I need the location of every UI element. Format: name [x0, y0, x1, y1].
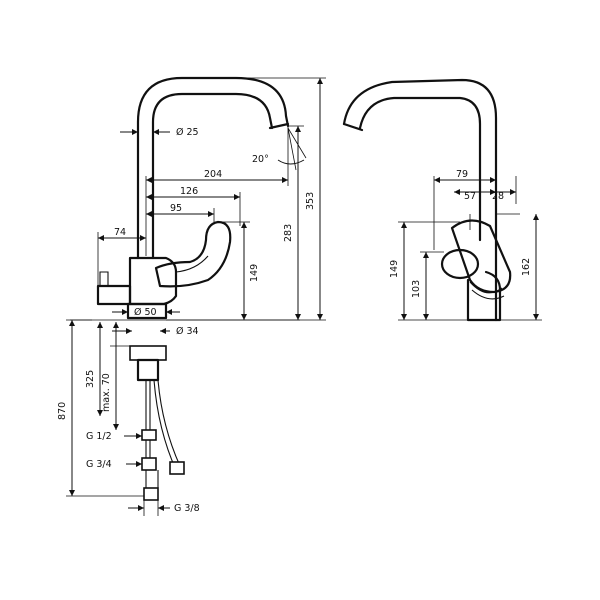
dim-below-325: 325 [85, 370, 96, 388]
front-spout-outline [342, 78, 498, 322]
dim-total-870: 870 [57, 402, 68, 420]
side-view: Ø 25 20° 204 126 95 74 149 [57, 76, 326, 516]
dim-height-283: 283 [283, 224, 294, 242]
dim-reach-204: 204 [204, 169, 222, 180]
front-body [466, 270, 502, 322]
connector-g34 [141, 457, 157, 471]
dim-front-height-149: 149 [389, 260, 400, 278]
hose-right-2 [157, 379, 181, 467]
dim-reach-126: 126 [180, 186, 198, 197]
spout-outline [136, 76, 290, 260]
dim-height-149: 149 [249, 264, 260, 282]
dim-base-diameter: Ø 50 [134, 307, 157, 318]
dim-front-height-103: 103 [411, 280, 422, 298]
side-valve-cap [99, 271, 109, 287]
dim-hole-diameter: Ø 34 [176, 326, 199, 337]
front-spout-inner [358, 96, 482, 242]
lever-handle-inner [175, 255, 209, 273]
spout-inner [151, 92, 274, 260]
connector-g12 [141, 429, 157, 441]
mount-nut [129, 345, 167, 361]
connector-g38 [143, 487, 159, 501]
dim-max-70: max. 70 [101, 373, 112, 412]
connector-right [169, 461, 185, 475]
dim-offset-74: 74 [114, 227, 126, 238]
base-plate [126, 302, 168, 320]
front-view: 79 57 28 149 103 162 [342, 78, 542, 322]
dim-width-79: 79 [456, 169, 468, 180]
spout-tip [268, 122, 290, 130]
dim-spout-diameter: Ø 25 [176, 127, 199, 138]
dim-width-57: 57 [464, 191, 476, 202]
dim-front-height-162: 162 [521, 258, 532, 276]
dim-width-28: 28 [492, 191, 504, 202]
label-thread-g38: G 3/8 [174, 503, 200, 514]
front-lever-side [440, 248, 480, 280]
hose-right [153, 379, 177, 471]
label-thread-g12: G 1/2 [86, 431, 112, 442]
lever-handle [154, 220, 232, 288]
mount-shank [136, 358, 160, 382]
dim-reach-95: 95 [170, 203, 182, 214]
dim-height-353: 353 [305, 192, 316, 210]
side-valve [96, 284, 132, 306]
dim-spout-angle: 20° [252, 154, 269, 165]
label-thread-g34: G 3/4 [86, 459, 112, 470]
front-lever [450, 219, 512, 294]
